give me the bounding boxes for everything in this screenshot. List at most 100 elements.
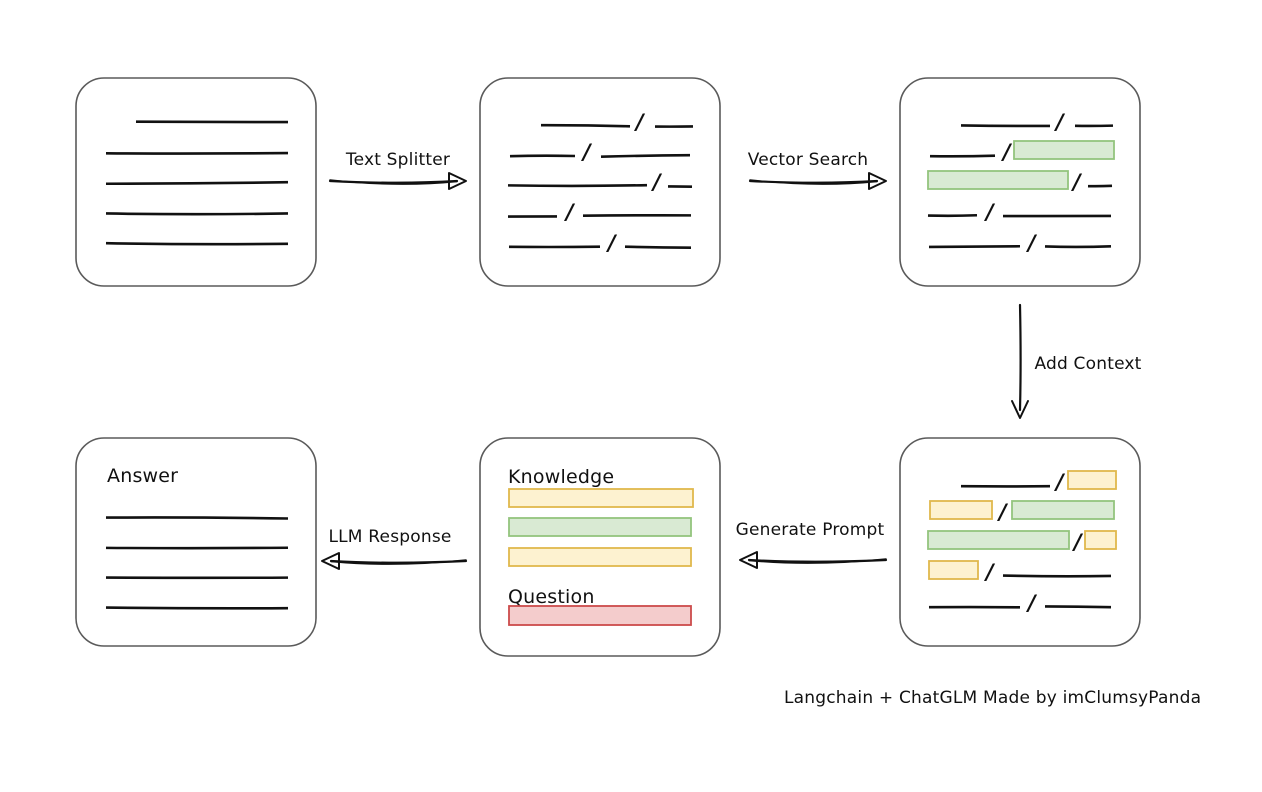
split-chunks-box[interactable]: / / / / / bbox=[479, 77, 721, 287]
text-line-segment bbox=[105, 180, 289, 186]
split-chunks-row: / bbox=[507, 170, 693, 194]
text-line-segment bbox=[600, 153, 691, 159]
vector-matches-row: / bbox=[927, 170, 1113, 194]
text-line-segment bbox=[105, 516, 289, 520]
prompt-row bbox=[508, 547, 692, 567]
text-line-segment bbox=[1002, 574, 1112, 578]
text-line-segment bbox=[1044, 605, 1112, 609]
highlight-chip-green[interactable] bbox=[1013, 140, 1115, 160]
vector-matches-box[interactable]: / / / / / bbox=[899, 77, 1141, 287]
highlight-chip-green[interactable] bbox=[508, 517, 692, 537]
separator-slash: / bbox=[1025, 591, 1038, 615]
split-chunks-row: / bbox=[509, 140, 691, 164]
answer-box-frame bbox=[75, 437, 317, 647]
vector-matches-row: / bbox=[929, 140, 1115, 164]
diagram-caption: Langchain + ChatGLM Made by imClumsyPand… bbox=[784, 688, 1201, 708]
text-line-segment bbox=[507, 183, 648, 188]
edge-llm-response[interactable]: LLM Response bbox=[321, 527, 468, 570]
separator-slash: / bbox=[1025, 231, 1038, 255]
text-line-segment bbox=[927, 213, 978, 218]
arrow-shaft-second bbox=[329, 179, 458, 185]
separator-slash: / bbox=[650, 170, 663, 194]
context-chunks-row: / bbox=[929, 500, 1115, 524]
text-line-segment bbox=[960, 124, 1051, 128]
text-line-segment bbox=[509, 154, 576, 158]
prompt-row bbox=[508, 517, 692, 537]
split-chunks-row: / bbox=[540, 110, 694, 134]
context-chunks-row: / bbox=[927, 530, 1117, 554]
context-chunks-row: / bbox=[960, 470, 1117, 494]
text-line-segment bbox=[929, 154, 996, 158]
arrow-shaft-second bbox=[330, 559, 467, 565]
answer-box[interactable]: Answer bbox=[75, 437, 317, 647]
context-chunks-row: / bbox=[928, 560, 1112, 584]
separator-slash: / bbox=[1053, 110, 1066, 134]
text-line-segment bbox=[928, 244, 1021, 249]
vector-matches-row: / bbox=[927, 200, 1112, 224]
separator-slash: / bbox=[563, 200, 576, 224]
separator-slash: / bbox=[633, 110, 646, 134]
text-line-segment bbox=[540, 123, 631, 128]
arrow-head bbox=[1011, 400, 1029, 419]
add-context-label: Add Context bbox=[1034, 354, 1141, 374]
highlight-chip-green[interactable] bbox=[927, 530, 1070, 550]
separator-slash: / bbox=[1071, 530, 1084, 554]
arrow-head bbox=[739, 551, 758, 569]
highlight-chip-yellow[interactable] bbox=[508, 547, 692, 567]
generate-prompt-label: Generate Prompt bbox=[736, 520, 885, 540]
highlight-chip-yellow[interactable] bbox=[929, 500, 993, 520]
separator-slash: / bbox=[983, 560, 996, 584]
prompt-heading-question: Question bbox=[508, 586, 595, 608]
text-line-segment bbox=[105, 212, 289, 216]
separator-slash: / bbox=[1053, 470, 1066, 494]
text-line-segment bbox=[1044, 245, 1112, 249]
separator-slash: / bbox=[996, 500, 1009, 524]
arrow-shaft bbox=[1018, 303, 1022, 412]
highlight-chip-yellow[interactable] bbox=[1067, 470, 1117, 490]
split-chunks-box-frame bbox=[479, 77, 721, 287]
llm-response-label: LLM Response bbox=[328, 527, 451, 547]
arrow-shaft-second bbox=[749, 179, 878, 185]
edge-add-context[interactable]: Add Context bbox=[1011, 303, 1142, 419]
text-line-segment bbox=[105, 606, 289, 610]
separator-slash: / bbox=[580, 140, 593, 164]
vector-matches-row: / bbox=[928, 231, 1112, 255]
highlight-chip-yellow[interactable] bbox=[928, 560, 979, 580]
highlight-chip-green[interactable] bbox=[1011, 500, 1115, 520]
answer-title: Answer bbox=[107, 465, 178, 487]
vector-search-label: Vector Search bbox=[748, 150, 869, 170]
split-chunks-row: / bbox=[507, 200, 692, 224]
text-splitter-label: Text Splitter bbox=[345, 150, 450, 170]
arrow-head bbox=[321, 552, 340, 570]
separator-slash: / bbox=[1070, 170, 1083, 194]
separator-slash: / bbox=[1000, 140, 1013, 164]
arrow-head bbox=[868, 172, 887, 190]
highlight-chip-green[interactable] bbox=[927, 170, 1069, 190]
source-document-row bbox=[105, 241, 289, 246]
arrow-shaft-second bbox=[748, 558, 887, 564]
answer-row bbox=[105, 606, 289, 610]
source-document-box[interactable] bbox=[75, 77, 317, 287]
context-chunks-box[interactable]: / / / / / bbox=[899, 437, 1141, 647]
highlight-chip-red[interactable] bbox=[508, 605, 692, 626]
highlight-chip-yellow[interactable] bbox=[508, 488, 694, 508]
edge-vector-search[interactable]: Vector Search bbox=[748, 150, 887, 190]
highlight-chip-yellow[interactable] bbox=[1084, 530, 1117, 550]
source-document-box-frame bbox=[75, 77, 317, 287]
answer-row bbox=[105, 516, 289, 520]
prompt-heading-knowledge: Knowledge bbox=[508, 466, 614, 488]
edge-text-splitter[interactable]: Text Splitter bbox=[328, 150, 467, 190]
text-line-segment bbox=[624, 245, 692, 249]
separator-slash: / bbox=[983, 200, 996, 224]
arrow-head bbox=[448, 172, 467, 190]
prompt-row bbox=[508, 605, 692, 626]
split-chunks-row: / bbox=[508, 231, 692, 255]
edge-generate-prompt[interactable]: Generate Prompt bbox=[736, 520, 888, 569]
vector-matches-row: / bbox=[960, 110, 1114, 134]
source-document-row bbox=[105, 212, 289, 216]
text-line-segment bbox=[105, 241, 289, 246]
prompt-row bbox=[508, 488, 694, 508]
